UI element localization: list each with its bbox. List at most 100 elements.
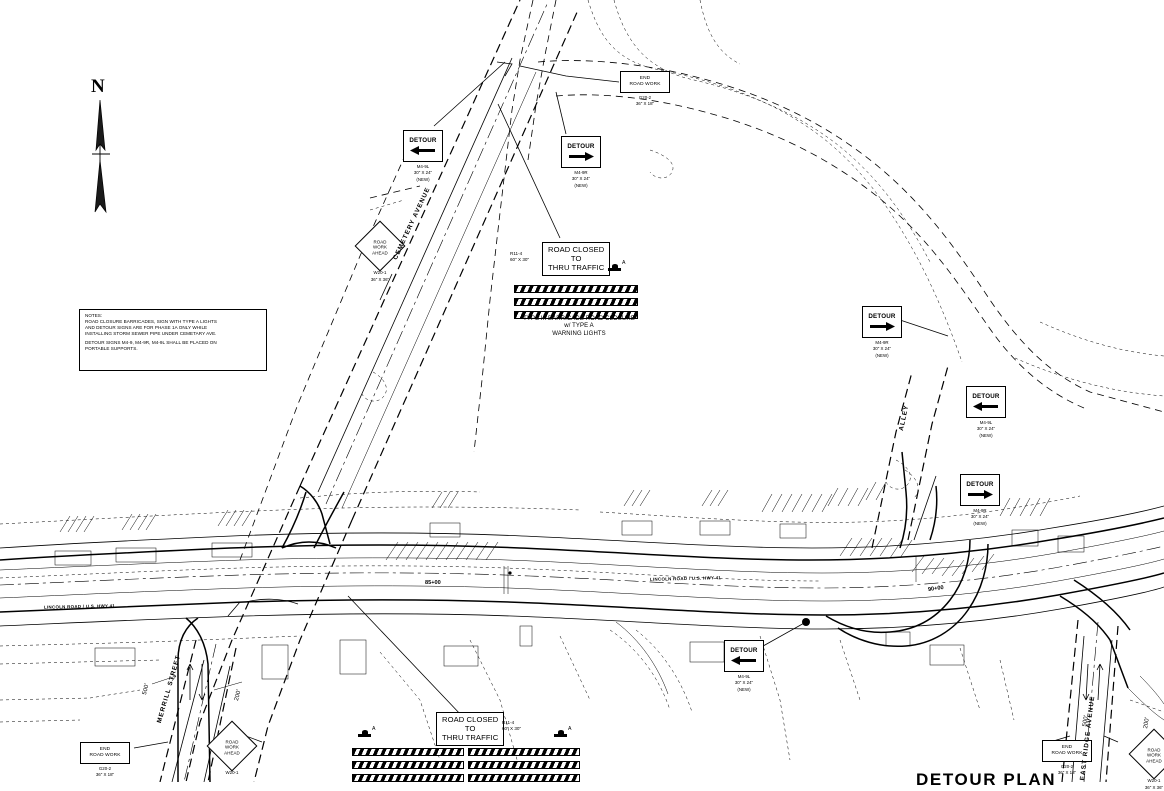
- type-a-label: A: [622, 260, 626, 266]
- notes-line: DETOUR SIGNS M4-9, M4-9R, M4-9L SHALL BE…: [85, 340, 217, 346]
- road-closed-plate[interactable]: ROAD CLOSED TO THRU TRAFFIC: [542, 242, 611, 276]
- sign-code: R11-4: [502, 720, 515, 725]
- notes-line: PORTABLE SUPPORTS.: [85, 345, 138, 351]
- end-road-work-plate: END ROAD WORK: [1042, 740, 1092, 762]
- notes-line: AND DETOUR SIGNS ARE FOR PHASE 1A ONLY W…: [85, 325, 208, 330]
- sign-line-1: END: [639, 76, 651, 82]
- lamp-base: [554, 734, 567, 737]
- sign-code: M4-9L: [416, 163, 430, 169]
- arrow-right-icon: [569, 152, 594, 161]
- detour-label: DETOUR: [966, 481, 994, 488]
- type-a-light-symbol: A: [608, 260, 625, 271]
- sign-line-1: END: [1061, 745, 1073, 751]
- diamond-plate: ROAD WORK AHEAD: [1128, 728, 1164, 780]
- notes-box: NOTES: ROAD CLOSURE BARRICADES, SIGN WIT…: [79, 309, 267, 371]
- sign-line-3: AHEAD: [1146, 758, 1162, 764]
- detour-plate: DETOUR: [724, 640, 764, 672]
- diamond-text: ROAD WORK AHEAD: [214, 729, 250, 765]
- type-a-label: A: [568, 726, 572, 732]
- sign-code: M4-9R: [973, 507, 987, 513]
- detour-label: DETOUR: [868, 313, 896, 320]
- sign-code: W20-1: [373, 270, 387, 275]
- sign-line-2: TO: [464, 724, 476, 733]
- sign-line-3: THRU TRAFFIC: [442, 733, 499, 742]
- sign-code: G20-2: [98, 765, 112, 771]
- end-road-work-sign-southwest[interactable]: END ROAD WORK G20-2 36" X 18": [72, 742, 138, 778]
- sign-line-1: ROAD CLOSED: [548, 245, 605, 254]
- sheet-title: DETOUR PLAN: [916, 770, 1057, 789]
- arrow-left-icon: [731, 656, 756, 665]
- sign-line-3: AHEAD: [224, 750, 240, 756]
- sign-size: 60" X 30": [510, 256, 530, 262]
- barricade-bar: [468, 748, 580, 756]
- sign-line-3: THRU TRAFFIC: [548, 263, 605, 272]
- sign-code: R11-4: [510, 251, 523, 256]
- barricade-bar: [468, 761, 580, 769]
- notes-line: INSTALLING STORM SEWER PIPE UNDER CEMETA…: [85, 330, 217, 336]
- lamp-icon: [557, 730, 564, 734]
- detour-plate: DETOUR: [561, 136, 601, 168]
- detour-label: DETOUR: [730, 647, 758, 654]
- sign-code: M4-9L: [737, 673, 751, 679]
- sign-code: G20-2: [1060, 763, 1074, 769]
- detour-sign-south-center[interactable]: DETOUR M4-9L 30" X 24" (NEW): [716, 640, 772, 692]
- detour-plate: DETOUR: [960, 474, 1000, 506]
- sign-size: 30" X 24": [413, 170, 433, 176]
- notes-heading: NOTES:: [85, 313, 103, 318]
- sign-code-size: R11-4 60" X 30": [510, 251, 529, 262]
- road-work-ahead-sign-northwest[interactable]: ROAD WORK AHEAD W20-1 36" X 36": [352, 220, 408, 282]
- lamp-base: [608, 268, 621, 271]
- arrow-left-icon: [410, 146, 435, 155]
- sign-code-size: R11-4 60" X 30": [502, 720, 521, 731]
- arrow-left-icon: [973, 402, 998, 411]
- detour-sign-north-center[interactable]: DETOUR M4-9R 30" X 24" (NEW): [553, 136, 609, 188]
- road-closed-plate[interactable]: ROAD CLOSED TO THRU TRAFFIC: [436, 712, 505, 746]
- road-work-ahead-sign-southwest[interactable]: ROAD WORK AHEAD W20-1: [204, 720, 260, 775]
- sign-line-1: END: [99, 747, 111, 753]
- barricade-caption-center: TYPE III BARRICADE ROAD CLOSURE w/ TYPE …: [444, 316, 714, 338]
- sign-status: (NEW): [973, 521, 987, 527]
- detour-sign-northwest[interactable]: DETOUR M4-9L 30" X 24" (NEW): [395, 130, 451, 182]
- end-road-work-plate: END ROAD WORK: [80, 742, 130, 764]
- sign-line-1: ROAD CLOSED: [442, 715, 499, 724]
- detour-plate: DETOUR: [966, 386, 1006, 418]
- barricade-bar: [468, 774, 580, 782]
- end-road-work-sign-northeast[interactable]: END ROAD WORK G20-2 36" X 18": [612, 71, 678, 107]
- detour-sign-east-lower[interactable]: DETOUR M4-9R 30" X 24" (NEW): [952, 474, 1008, 526]
- sign-line-3: AHEAD: [372, 250, 388, 256]
- caption-line-2: w/ TYPE A: [564, 323, 594, 330]
- lamp-icon: [361, 730, 368, 734]
- sign-line-2: TO: [570, 254, 582, 263]
- sign-size: 30" X 24": [976, 426, 996, 432]
- end-road-work-sign-southeast[interactable]: END ROAD WORK G20-2 36" X 18": [1034, 740, 1100, 776]
- sign-size: 60" X 30": [502, 725, 522, 731]
- sign-size: 30" X 24": [734, 680, 754, 686]
- caption-line-3: WARNING LIGHTS: [552, 330, 606, 337]
- detour-sign-east-mid[interactable]: DETOUR M4-9L 30" X 24" (NEW): [958, 386, 1014, 438]
- diamond-text: ROAD WORK AHEAD: [362, 229, 398, 265]
- detour-sign-east-upper[interactable]: DETOUR M4-9R 30" X 24" (NEW): [854, 306, 910, 358]
- sign-status: (NEW): [416, 177, 430, 183]
- barricade-bar: [514, 311, 638, 319]
- north-arrow-icon: [92, 99, 110, 214]
- detour-plate: DETOUR: [403, 130, 443, 162]
- station-label-85: 85+00: [425, 580, 441, 586]
- caption-line-1: TYPE III BARRICADE ROAD CLOSURE: [523, 316, 635, 322]
- detour-label: DETOUR: [567, 143, 595, 150]
- sign-code: G20-2: [638, 94, 652, 100]
- lamp-base: [358, 734, 371, 737]
- detour-label: DETOUR: [972, 393, 1000, 400]
- diamond-text: ROAD WORK AHEAD: [1136, 737, 1164, 773]
- sign-code: M4-9R: [875, 339, 889, 345]
- sign-code: M4-9L: [979, 419, 993, 425]
- sign-size: 36" X 18": [1057, 770, 1077, 776]
- barricade-bar: [352, 774, 464, 782]
- barricade-bar: [352, 748, 464, 756]
- sign-code: M4-9R: [574, 169, 588, 175]
- sign-size: 36" X 36": [1144, 784, 1164, 790]
- sign-line-2: ROAD WORK: [89, 753, 121, 758]
- diamond-plate: ROAD WORK AHEAD: [206, 720, 258, 772]
- sign-size: 36" X 36": [370, 276, 390, 282]
